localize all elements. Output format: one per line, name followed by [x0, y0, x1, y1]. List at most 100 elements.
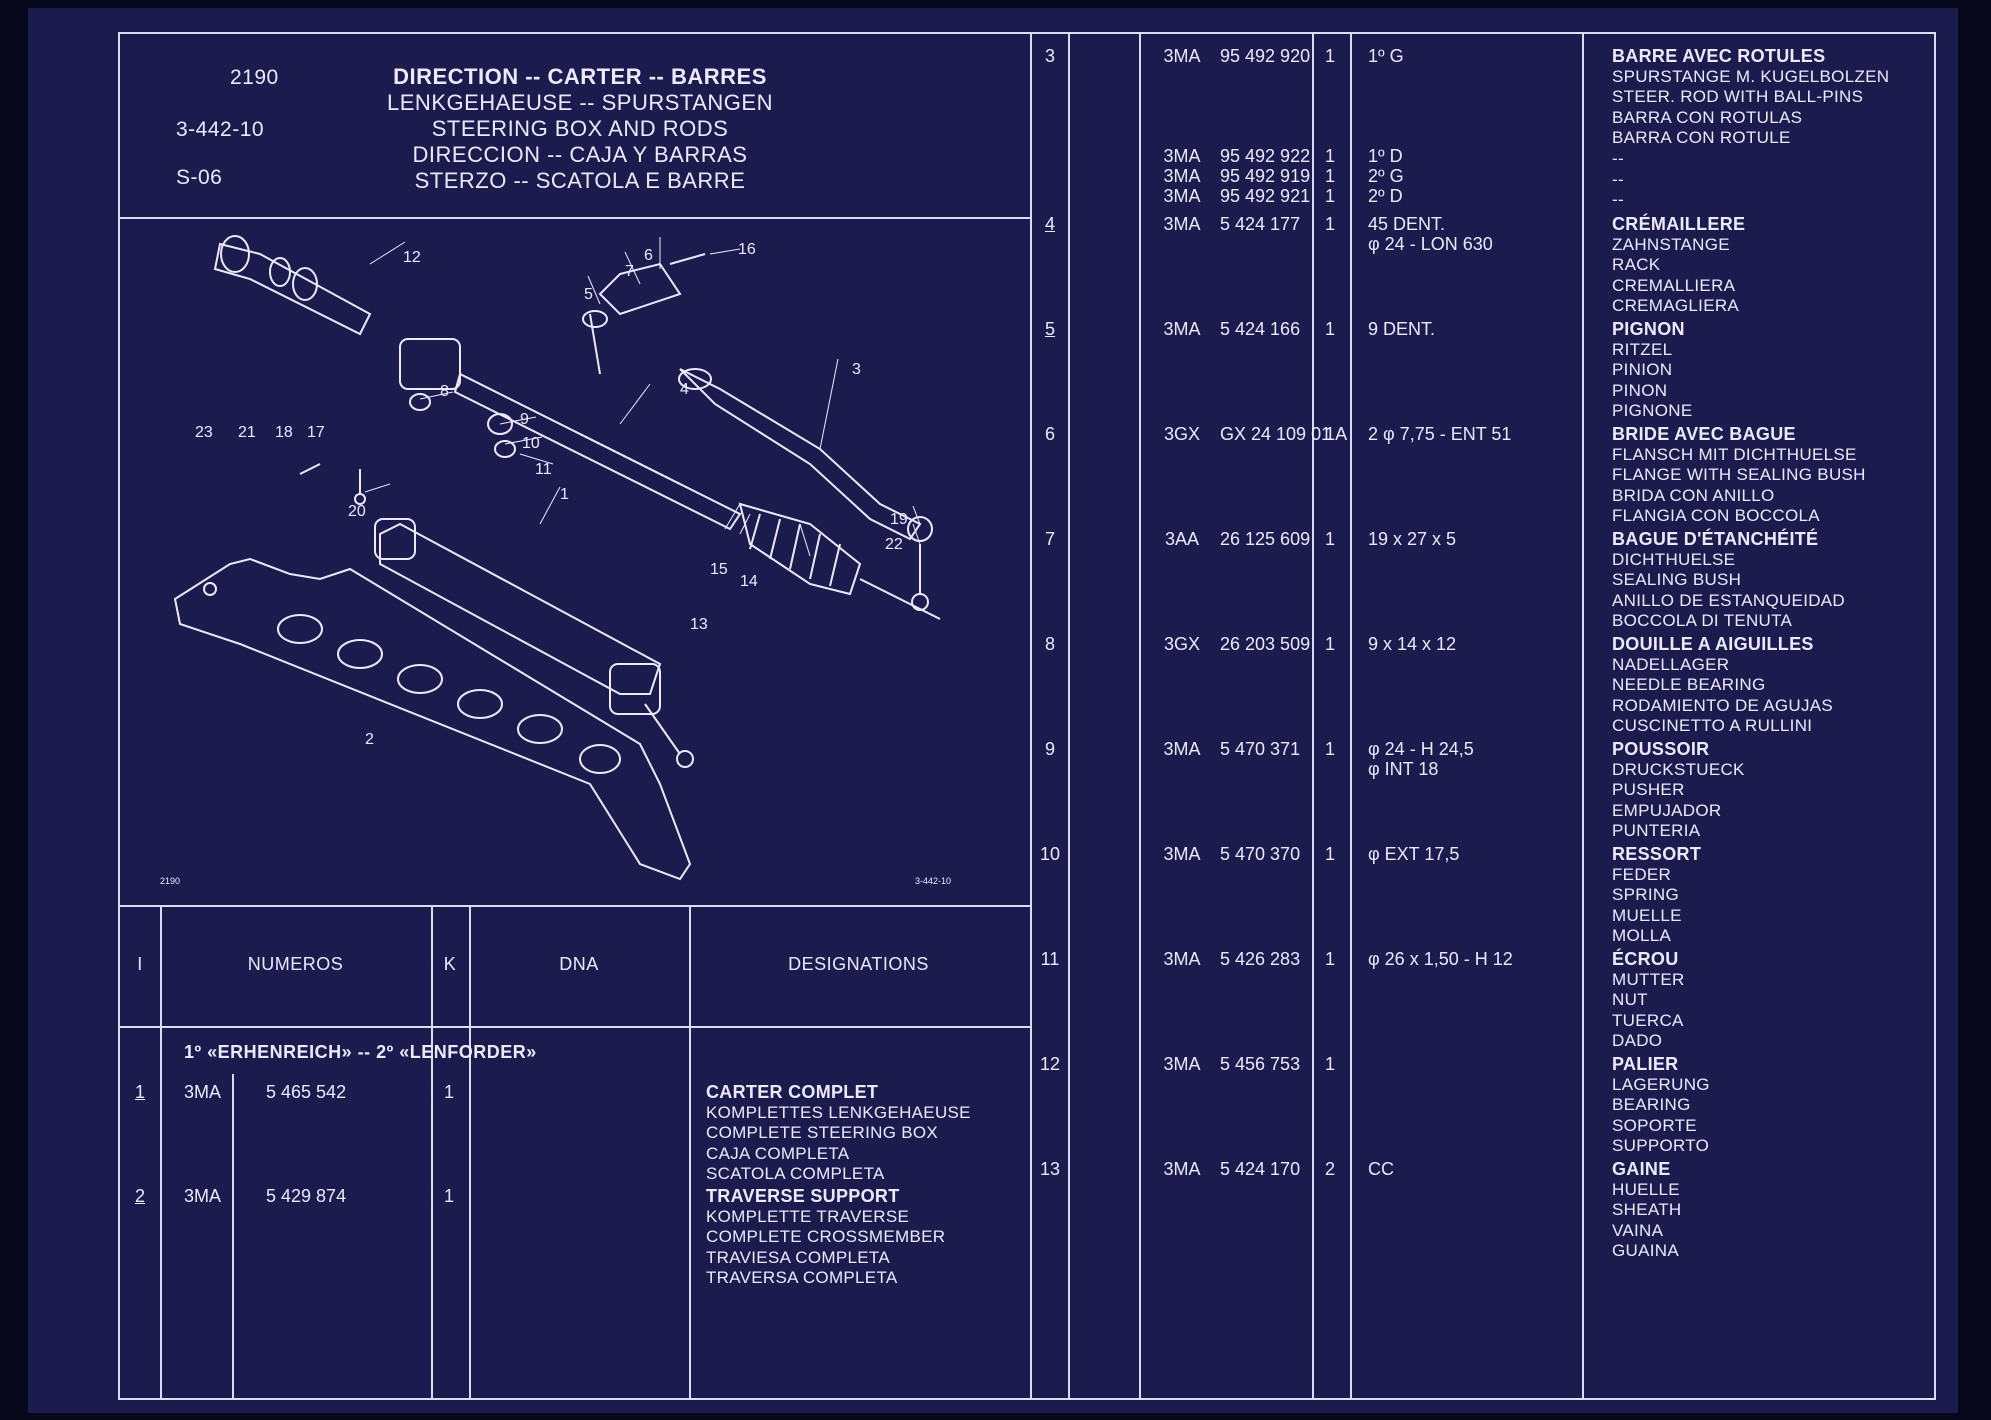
callout-6: 6 — [644, 247, 653, 264]
designation-line: DRUCKSTUECK — [1612, 759, 1745, 779]
left-tie-rod — [213, 242, 372, 336]
designation-line: POUSSOIR — [1612, 739, 1710, 759]
row-qty: 1 — [1325, 949, 1336, 969]
designation-line: STEER. ROD WITH BALL-PINS — [1612, 87, 1864, 107]
designation-line: RACK — [1612, 255, 1661, 275]
designation-line: NEEDLE BEARING — [1612, 675, 1766, 695]
designation-line: -- — [1612, 148, 1624, 168]
row-code: 3AA — [1164, 529, 1200, 549]
col-line-num — [1312, 34, 1314, 1398]
seal-7 — [582, 310, 608, 328]
title-de: LENKGEHAEUSE -- SPURSTANGEN — [387, 90, 773, 115]
callout-19: 19 — [890, 511, 908, 528]
row-qty: 1 1 1 1 — [1325, 46, 1336, 206]
designation-line: BRIDE AVEC BAGUE — [1612, 424, 1796, 444]
rack-bar — [453, 372, 742, 531]
designation-line: MOLLA — [1612, 926, 1672, 946]
row-index: 9 — [1044, 739, 1055, 759]
designation-line: CRÉMAILLERE — [1612, 214, 1746, 234]
designation-de: KOMPLETTE TRAVERSE — [706, 1206, 910, 1226]
film-slide: 2190 3-442-10 S-06 DIRECTION -- CARTER -… — [28, 8, 1958, 1413]
crossmember-hole — [517, 714, 563, 744]
page-series: S-06 — [176, 166, 223, 189]
row-code: 3MA — [1163, 949, 1201, 969]
row-dna: 45 DENT. φ 24 - LON 630 — [1368, 214, 1493, 254]
header-divider — [120, 217, 1030, 219]
housing-end-mount — [374, 518, 416, 560]
designation-line: RITZEL — [1612, 339, 1673, 359]
page-title: DIRECTION -- CARTER -- BARRES LENKGEHAEU… — [370, 64, 790, 194]
col-line-code — [1139, 34, 1141, 1398]
row-index: 10 — [1039, 844, 1061, 864]
designation-line: BARRA CON ROTULE — [1612, 128, 1791, 148]
row-code: 3MA — [1163, 844, 1201, 864]
designation-line: CREMAGLIERA — [1612, 296, 1740, 316]
pinion-housing — [399, 338, 461, 390]
designation-es: TRAVIESA COMPLETA — [706, 1247, 890, 1267]
diagram-divider — [120, 905, 1030, 907]
row-dna: 9 DENT. — [1368, 319, 1436, 339]
page-ref: 3-442-10 — [176, 118, 265, 141]
title-en: STEERING BOX AND RODS — [431, 116, 729, 141]
callout-leaders — [364, 237, 921, 557]
row-dna: φ 26 x 1,50 - H 12 — [1368, 949, 1513, 969]
sheath-ribs — [749, 513, 841, 587]
tie-rod-end — [907, 516, 933, 542]
designation-line: -- — [1612, 190, 1624, 210]
row-index: 11 — [1040, 949, 1060, 969]
callout-5: 5 — [584, 286, 593, 303]
designation-line: SHEATH — [1612, 1200, 1682, 1220]
bearing-12 — [220, 235, 250, 273]
crossmember-hole — [457, 689, 503, 719]
row-qty: 1 — [1325, 1054, 1336, 1074]
row-part-number: 5 470 370 — [1220, 844, 1301, 864]
designation-line: FLANSCH MIT DICHTHUELSE — [1612, 444, 1857, 464]
col-header-k: K — [443, 954, 457, 974]
title-fr: DIRECTION -- CARTER -- BARRES — [393, 64, 767, 89]
col-line-k — [1350, 34, 1352, 1398]
left-col-line-code — [232, 1074, 234, 1398]
callout-3: 3 — [852, 361, 861, 378]
housing-pinion-mount — [609, 663, 661, 715]
pinion-5 — [589, 313, 601, 375]
designation-line: BOCCOLA DI TENUTA — [1612, 611, 1793, 631]
crossmember-hole — [579, 744, 621, 774]
designation-line: SOPORTE — [1612, 1115, 1697, 1135]
row-qty: 2 — [1325, 1159, 1336, 1179]
col-header-numeros: NUMEROS — [247, 954, 344, 974]
designation-line: SUPPORTO — [1612, 1136, 1710, 1156]
designation-es: CAJA COMPLETA — [706, 1143, 850, 1163]
parts-sheet: 2190 3-442-10 S-06 DIRECTION -- CARTER -… — [118, 32, 1936, 1400]
washer — [269, 257, 291, 287]
row-index: 5 — [1044, 319, 1055, 339]
left-col-line-dna — [689, 905, 691, 1398]
designation-line: ZAHNSTANGE — [1612, 234, 1730, 254]
callout-11: 11 — [535, 461, 552, 478]
row-qty: 1 — [1325, 739, 1336, 759]
row-qty: 1 — [1325, 634, 1336, 654]
designation-line: -- — [1612, 169, 1624, 189]
row-index: 4 — [1044, 214, 1055, 234]
crossmember-hole — [397, 664, 443, 694]
designation-line: DICHTHUELSE — [1612, 549, 1736, 569]
row-dna: 1º G 1º D 2º G 2º D — [1368, 46, 1404, 206]
designation-line: FLANGIA CON BOCCOLA — [1612, 506, 1820, 526]
designation-fr: CARTER COMPLET — [706, 1082, 879, 1102]
row-part-number: 95 492 920 95 492 922 95 492 919 95 492 … — [1220, 46, 1311, 206]
bolt-16 — [669, 253, 706, 265]
row-part-number: 5 424 166 — [1220, 319, 1301, 339]
row-code: 3MA — [1163, 214, 1201, 234]
callout-16: 16 — [738, 241, 756, 258]
designation-line: BRIDA CON ANILLO — [1612, 485, 1775, 505]
row-part-number: 5 426 283 — [1220, 949, 1301, 969]
col-header-i: I — [137, 954, 143, 974]
callout-9: 9 — [520, 411, 529, 428]
row-designations: CARTER COMPLET KOMPLETTES LENKGEHAEUSE C… — [706, 1082, 971, 1185]
designation-line: TUERCA — [1612, 1010, 1684, 1030]
